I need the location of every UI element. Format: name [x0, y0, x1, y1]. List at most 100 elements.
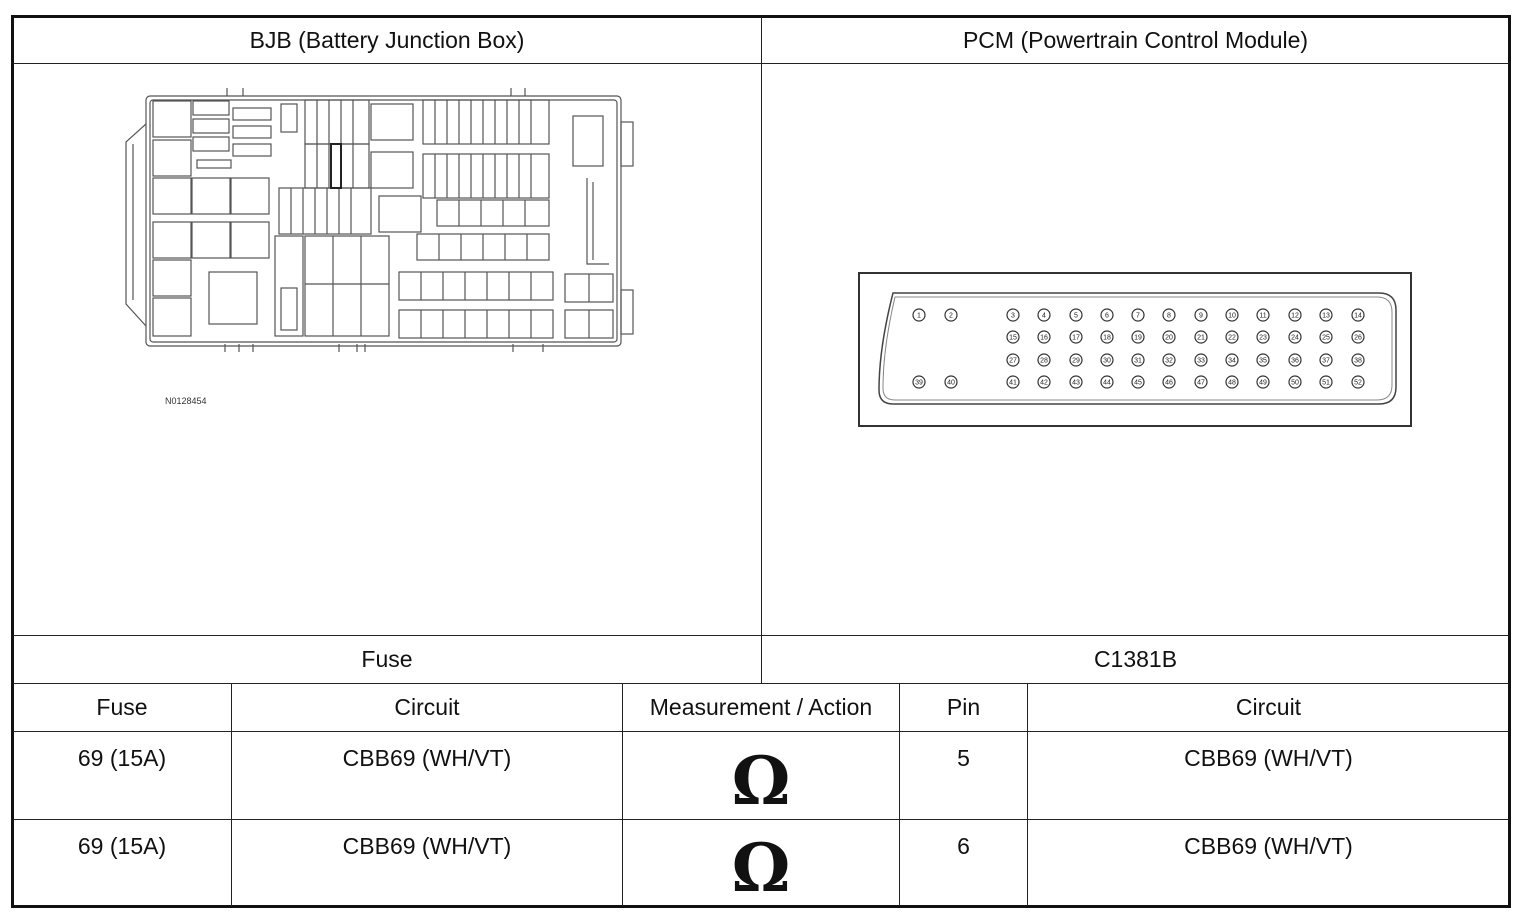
table-cell-circuit: CBB69 (WH/VT)	[342, 833, 512, 859]
table-cell-pin: 5	[957, 745, 970, 771]
connector-pin-number: 18	[1103, 335, 1111, 342]
connector-pin	[1069, 308, 1083, 322]
connector-pin	[1069, 353, 1083, 367]
connector-pin-number: 6	[1105, 313, 1109, 320]
connector-pin-number: 31	[1134, 358, 1142, 365]
connector-pin	[1256, 353, 1270, 367]
connector-pin-number: 34	[1228, 358, 1236, 365]
table-cell-circuit: CBB69 (WH/VT)	[1184, 833, 1353, 859]
connector-pin-number: 11	[1259, 313, 1266, 320]
connector-pin-number: 4	[1042, 313, 1046, 320]
connector-pin	[1131, 330, 1145, 344]
divider	[1027, 683, 1028, 906]
divider	[622, 683, 623, 906]
connector-pin	[1162, 308, 1176, 322]
connector-pin-number: 45	[1134, 380, 1142, 387]
connector-pin	[1351, 375, 1365, 389]
divider	[761, 17, 762, 683]
connector-pin	[1100, 308, 1114, 322]
connector-pin-number: 29	[1072, 358, 1080, 365]
connector-pin-number: 22	[1228, 335, 1236, 342]
connector-pin-number: 32	[1165, 358, 1173, 365]
connector-pin-number: 52	[1354, 380, 1362, 387]
connector-pin	[1162, 330, 1176, 344]
connector-pin-number: 38	[1354, 358, 1362, 365]
connector-pin	[1162, 375, 1176, 389]
table-cell-fuse: 69 (15A)	[77, 833, 167, 859]
connector-pin-number: 37	[1322, 358, 1330, 365]
connector-pin	[1225, 308, 1239, 322]
connector-pin	[944, 308, 958, 322]
connector-pin	[1069, 375, 1083, 389]
fuse-connector-header: Fuse	[361, 646, 413, 672]
connector-pin	[1225, 353, 1239, 367]
connector-pin-number: 17	[1072, 335, 1080, 342]
column-header-measurement: Measurement / Action	[649, 694, 873, 720]
connector-pin-number: 41	[1009, 380, 1017, 387]
connector-pin-number: 10	[1228, 313, 1236, 320]
connector-pin	[1256, 330, 1270, 344]
connector-pin-number: 15	[1009, 335, 1017, 342]
connector-pin-number: 19	[1134, 335, 1142, 342]
connector-pin-number: 7	[1136, 313, 1140, 320]
divider	[13, 683, 1509, 684]
connector-pin	[1288, 308, 1302, 322]
connector-pin	[1351, 308, 1365, 322]
connector-pin	[1319, 375, 1333, 389]
column-header-pin: Pin	[946, 694, 981, 720]
connector-pin-number: 35	[1259, 358, 1267, 365]
connector-pin	[1100, 353, 1114, 367]
table-cell-circuit: CBB69 (WH/VT)	[1184, 745, 1353, 771]
ohm-icon: Ω	[623, 732, 899, 819]
connector-pin	[1194, 353, 1208, 367]
test-table-frame	[11, 15, 1511, 908]
connector-pin	[912, 308, 926, 322]
column-header-circuit: Circuit	[1235, 694, 1302, 720]
connector-pin-number: 14	[1354, 313, 1362, 320]
divider	[231, 683, 232, 906]
connector-pin	[1351, 330, 1365, 344]
connector-pin-number: 26	[1354, 335, 1362, 342]
connector-pin	[1194, 375, 1208, 389]
connector-pin	[1006, 308, 1020, 322]
connector-pin	[1225, 330, 1239, 344]
connector-pin-number: 33	[1197, 358, 1205, 365]
connector-pin	[1037, 353, 1051, 367]
connector-pin-number: 36	[1291, 358, 1299, 365]
connector-pin-number: 16	[1040, 335, 1048, 342]
bjb-diagram: N0128454	[125, 88, 634, 406]
connector-pin-number: 21	[1197, 335, 1205, 342]
column-header-fuse: Fuse	[96, 694, 148, 720]
connector-pin	[1006, 330, 1020, 344]
connector-pin-number: 27	[1009, 358, 1017, 365]
connector-pin	[1351, 353, 1365, 367]
connector-pin	[1131, 375, 1145, 389]
connector-pin	[1288, 375, 1302, 389]
connector-pin-number: 3	[1011, 313, 1015, 320]
measurement-symbol: Ω	[731, 829, 791, 907]
divider	[13, 731, 1509, 732]
connector-pin-number: 42	[1040, 380, 1048, 387]
connector-pin	[1069, 330, 1083, 344]
connector-pin	[1319, 330, 1333, 344]
connector-pin	[1288, 353, 1302, 367]
measurement-symbol: Ω	[731, 741, 791, 820]
connector-pin-number: 43	[1072, 380, 1080, 387]
connector-pin	[1037, 375, 1051, 389]
divider	[899, 683, 900, 906]
connector-pin-number: 23	[1259, 335, 1267, 342]
connector-pin	[1131, 308, 1145, 322]
connector-pin	[1100, 330, 1114, 344]
connector-pin	[1319, 308, 1333, 322]
connector-pin-number: 48	[1228, 380, 1236, 387]
connector-pin-number: 1	[917, 313, 921, 320]
pcm-header: PCM (Powertrain Control Module)	[962, 26, 1309, 53]
connector-pin-number: 25	[1322, 335, 1330, 342]
pcm-connector-header: C1381B	[1093, 646, 1178, 672]
bjb-header: BJB (Battery Junction Box)	[249, 26, 525, 53]
connector-pin-number: 44	[1103, 380, 1111, 387]
connector-pin-number: 9	[1199, 313, 1203, 320]
table-cell-pin: 6	[957, 833, 970, 859]
connector-pin-number: 8	[1167, 313, 1171, 320]
